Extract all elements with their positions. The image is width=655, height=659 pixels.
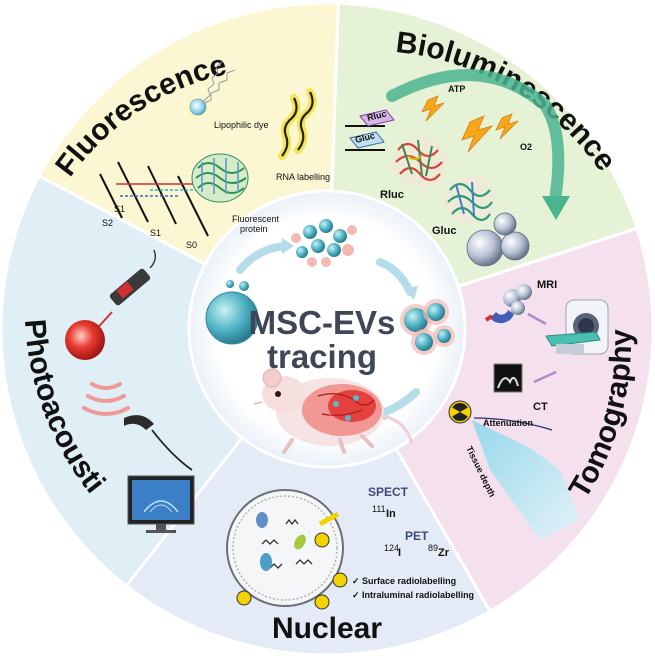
rna-labelling-label: RNA labelling	[276, 172, 330, 182]
bio-vesicle-icon-2	[500, 231, 530, 261]
rluc-protein-icon	[392, 136, 448, 188]
budding-ev-icon-2	[226, 280, 234, 288]
atp-label: ATP	[448, 84, 465, 94]
labeled-ev-cluster	[400, 299, 455, 355]
nuclear-content: SPECT 111 In PET 124 I 89 Zr ✓ Surface r…	[226, 485, 474, 610]
pet-label: PET	[405, 529, 429, 543]
center-title-line1: MSC-EVs	[249, 304, 396, 341]
s2-label: S2	[102, 218, 113, 228]
dye-head-icon	[189, 98, 207, 116]
dye-tail-icon	[202, 61, 236, 105]
s1b-label: S1	[150, 228, 161, 238]
gluc-protein-icon	[444, 176, 496, 224]
ct-label: CT	[533, 401, 548, 413]
photoacoustic-content	[65, 249, 195, 533]
i-mass-label: 124	[384, 543, 399, 553]
center-circle	[187, 189, 467, 469]
center-title-line2: tracing	[267, 338, 377, 375]
monitor-icon	[127, 475, 195, 533]
attenuation-label: Attenuation	[483, 418, 533, 428]
msc-cell-icon	[205, 291, 259, 345]
sector-divider-line	[394, 447, 492, 613]
nuclear-title: Nuclear	[272, 612, 382, 645]
gene-construct-icon	[345, 109, 395, 151]
bioluminescence-content: Rluc Gluc ATP O2 Rluc Gluc	[345, 69, 570, 267]
laser-device-icon	[109, 249, 157, 306]
arrowhead-1-icon	[282, 238, 294, 254]
rna-strand-icon	[278, 88, 317, 160]
gluc-tag-label: Gluc	[354, 130, 376, 145]
ev-inner-membrane-icon	[232, 495, 338, 601]
sector-divider-line	[330, 3, 340, 192]
jablonski-diagram-icon	[99, 161, 209, 237]
bolt-icon-3	[495, 113, 519, 140]
bio-vesicle-icon-3	[493, 212, 517, 236]
mri-particle-icon-2	[516, 284, 532, 300]
sector-divider-line	[457, 226, 638, 288]
ct-bone-icon	[497, 376, 519, 389]
ev-cluster-top	[291, 219, 357, 267]
in-symbol-label: In	[386, 508, 396, 520]
laser-target-icon	[65, 320, 105, 360]
bio-vesicle-icon-1	[466, 229, 504, 267]
cargo-blue-icon-2	[256, 512, 268, 528]
intraluminal-radiolabelling-label: ✓ Intraluminal radiolabelling	[352, 590, 474, 600]
mri-particle-icon-3	[511, 301, 525, 315]
fluorescent-protein-icon	[191, 153, 249, 203]
radio-beam-icon	[318, 511, 340, 527]
attenuation-arrow-icon	[473, 417, 553, 431]
rluc-tag-label: Rluc	[366, 109, 387, 123]
mri-label: MRI	[537, 279, 557, 291]
s0-label: S0	[186, 240, 197, 250]
cargo-green-icon	[294, 534, 306, 550]
ev-membrane-icon	[226, 489, 344, 607]
ev-in-mouse-icon-2	[353, 395, 359, 401]
fluorescence-sector	[39, 3, 339, 265]
jablonski-arrows	[116, 183, 220, 197]
reaction-arrowhead-icon	[542, 196, 570, 220]
ev-in-mouse-icon-1	[333, 401, 339, 407]
i-symbol-label: I	[398, 547, 401, 559]
light-bolt-icons	[421, 95, 519, 153]
center-content: MSC-EVs tracing	[205, 219, 455, 454]
cargo-blue-icon	[260, 553, 272, 571]
s1-label: S1	[114, 204, 125, 214]
in-mass-label: 111	[372, 504, 386, 514]
budding-ev-icon-1	[239, 281, 249, 291]
reaction-arrow-icon	[386, 69, 565, 206]
ev-in-mouse-icon-3	[345, 415, 351, 421]
radiation-icon	[448, 400, 472, 424]
surface-radiolabelling-label: ✓ Surface radiolabelling	[352, 576, 456, 586]
zr-symbol-label: Zr	[438, 547, 450, 559]
scan-arrow-icon	[533, 370, 557, 384]
fluorescent-protein-label-2: protein	[240, 224, 268, 234]
radiolabel-icons	[236, 532, 348, 610]
o2-label: O2	[520, 142, 532, 152]
spect-label: SPECT	[368, 485, 409, 499]
fluorescent-protein-label-1: Fluorescent	[232, 214, 280, 224]
rluc-label: Rluc	[380, 189, 404, 201]
bolt-icon-1	[421, 95, 445, 122]
sector-divider-line	[38, 174, 206, 266]
bolt-icon-2	[461, 115, 494, 153]
zr-mass-label: 89	[428, 543, 438, 553]
mri-arrow-icon	[527, 312, 547, 326]
fluorescence-content: Lipophilic dye S2 S1 S1 S0 Fluorescent p…	[99, 61, 330, 250]
xray-beam-icon	[472, 420, 580, 540]
gluc-label: Gluc	[432, 225, 456, 237]
ultrasound-probe-icon	[124, 415, 193, 471]
rna-fragments-icon	[261, 518, 313, 569]
mouse-icon	[253, 368, 414, 454]
arrowhead-2-icon	[404, 286, 418, 300]
sound-wave-icon	[82, 382, 130, 416]
lipophilic-dye-label: Lipophilic dye	[214, 120, 269, 130]
mri-scanner-icon	[545, 299, 609, 355]
